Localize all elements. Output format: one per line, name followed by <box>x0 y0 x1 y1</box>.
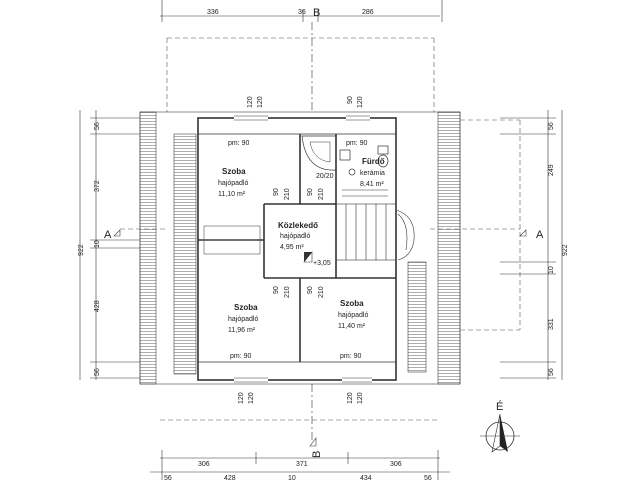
room-2-area: 8,41 m² <box>360 181 384 188</box>
north-arrow: É <box>480 400 520 453</box>
door-dim-2b: 210 <box>318 188 325 200</box>
opening-dim-8: 120 <box>357 392 364 404</box>
door-dim-4a: 90 <box>307 286 314 294</box>
bottom-dim-1: 306 <box>198 461 210 468</box>
door-dim-2a: 90 <box>307 188 314 196</box>
left-dim-2: 372 <box>94 180 101 192</box>
room-1-floor: hajópadló <box>218 180 248 187</box>
right-dim-total: 922 <box>562 244 569 256</box>
left-dim-total: 922 <box>78 244 85 256</box>
bottom2-dim-3: 10 <box>288 475 296 480</box>
top-dim-3: 286 <box>362 9 374 16</box>
door-dim-1b: 210 <box>284 188 291 200</box>
toilet-icon <box>377 154 389 168</box>
room-3-floor: hajópadló <box>280 233 310 240</box>
room-4-floor: hajópadló <box>228 316 258 323</box>
right-dim-5: 56 <box>548 368 555 376</box>
left-dimension-column: 56 372 10 428 56 922 A <box>78 110 140 380</box>
right-dim-1: 56 <box>548 122 555 130</box>
opening-dim-1: 120 <box>247 96 254 108</box>
level-label: +3,05 <box>313 260 331 267</box>
bottom-dimension-rows: 306 371 306 56 428 10 434 56 <box>150 450 450 480</box>
section-a-left: A <box>104 229 112 241</box>
top-dimension-row: 336 36 286 B <box>160 0 443 22</box>
left-dim-3: 10 <box>94 240 101 248</box>
roof-outline <box>120 37 521 421</box>
room-4-name: Szoba <box>234 303 258 312</box>
corner-bathtub-icon <box>301 135 337 171</box>
room-5-pm: pm: 90 <box>340 353 362 360</box>
door-dim-3a: 90 <box>273 286 280 294</box>
roof-eaves <box>139 111 461 385</box>
section-arrow-left-icon <box>113 229 121 237</box>
north-label: É <box>496 400 503 413</box>
top-dim-2: 36 <box>298 9 306 16</box>
room-3-area: 4,95 m² <box>280 244 304 251</box>
bottom2-dim-4: 434 <box>360 475 372 480</box>
section-b-top: B <box>313 7 320 19</box>
room-labels: pm: 90 Szoba hajópadló 11,10 m² pm: 90 F… <box>218 140 385 360</box>
left-dim-4: 428 <box>94 300 101 312</box>
room-1-area: 11,10 m² <box>218 191 246 198</box>
bottom2-dim-1: 56 <box>164 475 172 480</box>
door-dim-1a: 90 <box>273 188 280 196</box>
room-1-pm: pm: 90 <box>228 140 250 147</box>
opening-dim-4: 120 <box>357 96 364 108</box>
opening-dim-3: 90 <box>347 96 354 104</box>
section-arrow-bottom-icon <box>309 437 317 447</box>
right-dimension-column: 56 249 10 331 56 922 A <box>500 110 569 380</box>
door-dim-3b: 210 <box>284 286 291 298</box>
bottom-dim-3: 306 <box>390 461 402 468</box>
left-dim-5: 56 <box>94 368 101 376</box>
left-dim-1: 56 <box>94 122 101 130</box>
opening-dim-5: 120 <box>238 392 245 404</box>
room-4-pm: pm: 90 <box>230 353 252 360</box>
right-dim-3: 10 <box>548 266 555 274</box>
room-3-name: Közlekedő <box>278 221 318 230</box>
bathroom-fixtures <box>301 135 389 176</box>
room-2-floor: kerámia <box>360 170 385 177</box>
room-1-name: Szoba <box>222 167 246 176</box>
room-5-area: 11,40 m² <box>338 323 366 330</box>
staircase <box>335 189 415 261</box>
right-dim-2: 249 <box>548 164 555 176</box>
window-openings <box>203 115 372 383</box>
opening-dim-6: 120 <box>248 392 255 404</box>
bottom2-dim-2: 428 <box>224 475 236 480</box>
opening-dim-7: 120 <box>347 392 354 404</box>
section-arrow-right-icon <box>519 229 527 237</box>
top-dim-1: 336 <box>207 9 219 16</box>
north-arrow-icon <box>500 414 508 452</box>
door-dim-4b: 210 <box>318 286 325 298</box>
room-4-area: 11,96 m² <box>228 327 256 334</box>
room-2-name: Fürdő <box>362 157 385 166</box>
chimney-label: 20/20 <box>316 173 334 180</box>
room-5-floor: hajópadló <box>338 312 368 319</box>
section-a-right: A <box>536 229 544 241</box>
room-5-name: Szoba <box>340 299 364 308</box>
room-2-pm: pm: 90 <box>346 140 368 147</box>
opening-dimensions: 120 120 90 120 120 120 120 120 <box>238 96 364 404</box>
bottom-dim-2: 371 <box>296 461 308 468</box>
right-dim-4: 331 <box>548 318 555 330</box>
level-marker: +3,05 <box>303 251 331 267</box>
door-dimensions: 90 210 90 210 90 210 90 210 <box>273 188 325 298</box>
bottom2-dim-5: 56 <box>424 475 432 480</box>
opening-dim-2: 120 <box>257 96 264 108</box>
section-b-bottom: B <box>311 451 323 458</box>
